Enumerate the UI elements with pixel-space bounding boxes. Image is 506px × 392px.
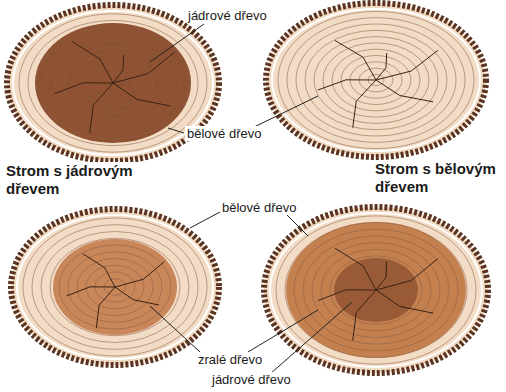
crack bbox=[113, 52, 175, 83]
wood-zone bbox=[35, 23, 191, 143]
growth-ring bbox=[46, 34, 180, 133]
crack bbox=[55, 83, 113, 94]
crack bbox=[115, 262, 165, 287]
crack bbox=[115, 287, 159, 305]
growth-ring bbox=[19, 14, 207, 152]
leader-line bbox=[150, 306, 200, 352]
cambium bbox=[13, 11, 213, 155]
crack bbox=[96, 287, 115, 328]
crack bbox=[353, 290, 376, 340]
heartwood-label: jádrové dřevo bbox=[186, 8, 269, 23]
growth-ring bbox=[64, 47, 162, 119]
crack bbox=[113, 55, 124, 83]
growth-ring bbox=[59, 245, 171, 329]
crack bbox=[113, 83, 170, 106]
crack bbox=[376, 259, 438, 290]
growth-ring bbox=[321, 249, 431, 331]
crack bbox=[335, 248, 376, 290]
tree-disc bbox=[11, 209, 219, 365]
growth-ring bbox=[330, 256, 422, 324]
growth-ring bbox=[41, 232, 189, 343]
growth-ring bbox=[296, 24, 456, 136]
growth-ring bbox=[278, 11, 474, 148]
crack bbox=[66, 287, 115, 296]
crack bbox=[318, 80, 376, 90]
growth-ring bbox=[50, 238, 180, 336]
growth-ring bbox=[312, 243, 440, 338]
crack bbox=[318, 290, 376, 301]
crack bbox=[335, 40, 376, 80]
cambium bbox=[270, 213, 482, 367]
sapwood-label: bělové dřevo bbox=[220, 200, 298, 215]
crack bbox=[376, 80, 433, 102]
mature-wood-label: zralé dřevo bbox=[196, 352, 264, 367]
cambium bbox=[17, 215, 213, 359]
leader-line bbox=[248, 310, 318, 352]
growth-ring bbox=[37, 27, 189, 139]
wood-zone bbox=[53, 239, 177, 335]
tree-disc bbox=[266, 3, 486, 157]
leader-line bbox=[190, 212, 220, 228]
growth-ring bbox=[294, 229, 458, 351]
crack bbox=[90, 83, 113, 133]
leader-line bbox=[270, 302, 352, 374]
crack bbox=[72, 41, 113, 83]
cambium bbox=[272, 9, 480, 151]
leader-line bbox=[168, 128, 184, 133]
leader-lines bbox=[150, 24, 352, 374]
crack bbox=[376, 290, 433, 313]
bark bbox=[266, 3, 486, 157]
growth-ring bbox=[55, 40, 171, 125]
sapwood-label: bělové dřevo bbox=[185, 126, 263, 141]
growth-ring bbox=[23, 218, 207, 356]
bark bbox=[11, 209, 219, 365]
leader-line bbox=[286, 214, 308, 236]
crack bbox=[83, 254, 115, 287]
crack bbox=[376, 50, 438, 80]
tree-caption: Strom s bělovým dřevem bbox=[373, 160, 502, 196]
bark bbox=[264, 207, 488, 373]
tree-caption: Strom s jádrovým dřevem bbox=[4, 162, 148, 198]
crack bbox=[376, 53, 387, 80]
growth-ring bbox=[28, 20, 198, 145]
tree-disc bbox=[264, 207, 488, 373]
leader-line bbox=[252, 96, 318, 128]
growth-ring bbox=[303, 236, 449, 344]
growth-ring bbox=[305, 30, 447, 129]
growth-ring bbox=[32, 225, 198, 350]
heartwood-label: jádrové dřevo bbox=[210, 372, 293, 387]
crack bbox=[376, 261, 387, 290]
crack bbox=[353, 80, 376, 128]
growth-ring bbox=[287, 18, 465, 143]
leader-line bbox=[150, 24, 204, 62]
growth-ring bbox=[323, 43, 429, 117]
wood-zone bbox=[286, 222, 466, 358]
growth-ring bbox=[314, 37, 438, 124]
